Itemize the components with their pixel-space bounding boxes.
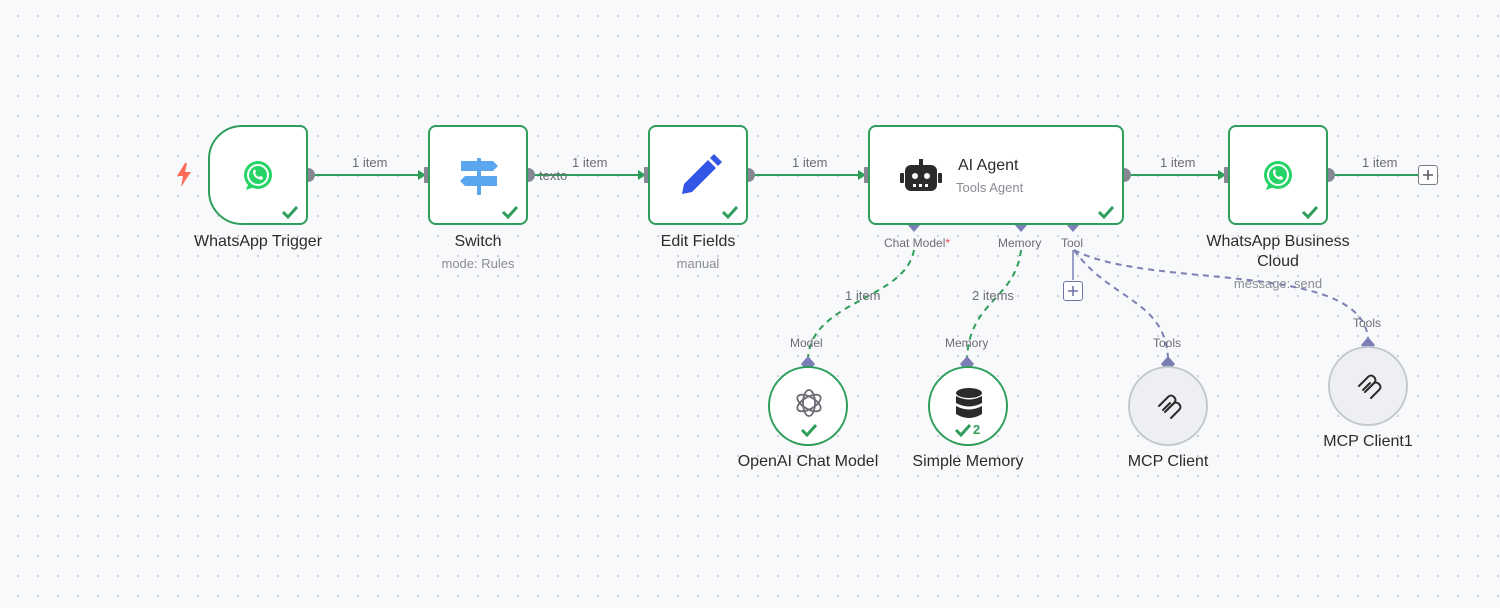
required-marker: * [945,236,951,250]
edge-label-memory: 2 items [972,288,1014,303]
whatsapp-trigger-label: WhatsApp Trigger [193,233,323,250]
simple-memory-node[interactable]: 2 [928,366,1008,446]
success-check-icon [501,205,519,219]
edge-model [807,249,915,359]
plus-icon [1068,286,1078,296]
ai-agent-label: AI Agent [958,157,1019,174]
edge-label-switch-output: texto [539,168,568,183]
edit-fields-label: Edit Fields [660,233,736,250]
edge-memory [966,249,1022,359]
add-node-button[interactable] [1418,165,1438,185]
whatsapp-business-label-line1: WhatsApp Business [1206,233,1350,250]
ai-agent-subtitle: Tools Agent [956,180,1024,195]
success-check-icon [954,423,972,437]
trigger-bolt-icon [177,163,191,187]
whatsapp-business-node[interactable] [1228,125,1328,225]
mcp-client-label: MCP Client [1127,453,1209,470]
port-label-chat-model: Chat Model* [884,236,951,250]
edit-fields-node[interactable] [648,125,748,225]
switch-label: Switch [454,233,502,250]
signpost-icon [460,158,498,195]
whatsapp-icon [1264,161,1292,190]
openai-chat-model-label: OpenAI Chat Model [737,453,879,470]
edge-label-trigger-switch: 1 item [352,155,388,170]
plus-icon [1423,170,1433,180]
edge-label-switch-edit: 1 item [572,155,608,170]
edge-label-model: 1 item [845,288,881,303]
port-label-memory-in: Memory [945,336,989,350]
add-tool-button[interactable] [1063,281,1083,301]
openai-chat-model-node[interactable] [768,366,848,446]
mcp-icon [1358,374,1382,399]
switch-subtitle: mode: Rules [441,256,515,271]
port-label-tool: Tool [1061,236,1084,250]
database-icon [956,388,982,418]
mcp-client1-label: MCP Client1 [1323,433,1413,450]
success-check-icon [721,205,739,219]
whatsapp-business-label-line2: Cloud [1257,253,1299,270]
edge-label-agent-whatsapp: 1 item [1160,155,1196,170]
edge-tool-mcp1 [1073,249,1369,339]
edit-fields-subtitle: manual [676,256,720,271]
success-check-icon [1097,205,1115,219]
edge-tool-mcp [1073,249,1169,359]
success-check-icon [1301,205,1319,219]
whatsapp-icon [244,161,272,190]
port-label-tools-in-1: Tools [1153,336,1182,350]
port-label-model-in: Model [790,336,823,350]
switch-node[interactable] [428,125,528,225]
whatsapp-trigger-node[interactable] [208,125,308,225]
mcp-client1-node[interactable] [1328,346,1408,426]
whatsapp-business-subtitle: message: send [1233,276,1323,291]
robot-icon [900,159,942,191]
edge-label-edit-agent: 1 item [792,155,828,170]
pencil-icon [682,154,722,194]
run-count-badge: 2 [973,422,981,437]
mcp-client-node[interactable] [1128,366,1208,446]
port-label-tools-in-2: Tools [1353,316,1382,330]
port-label-memory: Memory [998,236,1042,250]
success-check-icon [281,205,299,219]
simple-memory-label: Simple Memory [912,453,1024,470]
edge-label-whatsapp-out: 1 item [1362,155,1398,170]
ai-agent-node[interactable] [868,125,1124,225]
success-check-icon [800,423,818,437]
mcp-icon [1158,394,1182,419]
openai-icon [796,389,822,417]
